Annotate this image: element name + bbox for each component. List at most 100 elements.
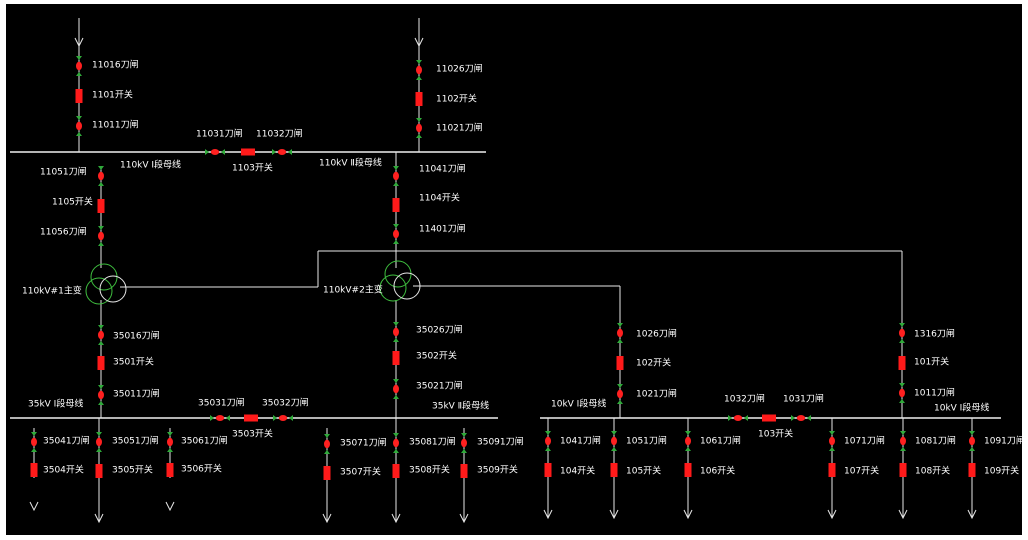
disconnector-1021[interactable] (617, 384, 623, 404)
disconnector-11031[interactable] (205, 149, 225, 155)
breaker-1101[interactable] (75, 89, 83, 103)
disconnector-contact-icon (393, 171, 399, 181)
disconnector-11011[interactable] (76, 116, 82, 136)
disconnector-contact-icon (76, 61, 82, 71)
disconnector-1032[interactable] (728, 415, 748, 421)
disconnector-11026[interactable] (416, 60, 422, 80)
breaker-3504[interactable] (30, 463, 38, 477)
disconnector-35016[interactable] (98, 325, 104, 345)
label-1021: 1021刀闸 (636, 389, 677, 400)
disconnector-contact-icon (969, 436, 975, 446)
transformer-2[interactable] (379, 260, 421, 302)
breaker-109[interactable] (968, 463, 976, 477)
disconnector-contact-icon (98, 390, 104, 400)
disconnector-11032[interactable] (272, 149, 292, 155)
disconnector-chevron-top-icon (76, 56, 82, 60)
disconnector-contact-icon (98, 231, 104, 241)
disconnector-1026[interactable] (617, 323, 623, 343)
disconnector-chevron-right-icon (226, 415, 230, 421)
breaker-3503[interactable] (244, 414, 258, 422)
disconnector-109[interactable] (969, 431, 975, 451)
outgoing-arrow-icon (683, 509, 693, 520)
disconnector-104[interactable] (545, 431, 551, 451)
disconnector-106[interactable] (685, 431, 691, 451)
disconnector-11051[interactable] (98, 166, 104, 186)
transformer-1[interactable] (85, 263, 127, 305)
disconnector-contact-icon (461, 438, 467, 448)
disconnector-107[interactable] (829, 431, 835, 451)
outgoing-arrow-icon (609, 509, 619, 520)
breaker-101[interactable] (898, 356, 906, 370)
bus-label-110-2: 110kV Ⅱ段母线 (319, 157, 382, 169)
transformer-winding-icon (85, 277, 113, 305)
disconnector-chevron-top-icon (167, 432, 173, 436)
disconnector-chevron-bottom-icon (393, 449, 399, 453)
disconnector-contact-icon (277, 149, 287, 155)
breaker-3501[interactable] (97, 356, 105, 370)
disconnector-105[interactable] (611, 431, 617, 451)
disconnector-contact-icon (96, 437, 102, 447)
breaker-103[interactable] (762, 414, 776, 422)
label-101: 101开关 (914, 356, 949, 368)
label-35091: 35091刀闸 (477, 437, 524, 448)
breaker-108[interactable] (899, 463, 907, 477)
breaker-1102[interactable] (415, 92, 423, 106)
breaker-105[interactable] (610, 463, 618, 477)
disconnector-35011[interactable] (98, 385, 104, 405)
breaker-102[interactable] (616, 356, 624, 370)
breaker-3508[interactable] (392, 464, 400, 478)
disconnector-35026[interactable] (393, 322, 399, 342)
breaker-104[interactable] (544, 463, 552, 477)
disconnector-35081[interactable] (393, 433, 399, 453)
disconnector-1011[interactable] (899, 383, 905, 403)
outgoing-arrow-icon (94, 513, 104, 524)
label-1032: 1032刀闸 (724, 394, 765, 405)
disconnector-chevron-left-icon (210, 415, 214, 421)
label-transformer-1: 110kV#1主变 (22, 285, 82, 297)
disconnector-35032[interactable] (273, 415, 293, 421)
disconnector-contact-icon (98, 171, 104, 181)
disconnector-chevron-bottom-icon (617, 400, 623, 404)
outgoing-arrow-icon (29, 501, 39, 512)
outgoing-arrow-icon (967, 509, 977, 520)
disconnector-11401[interactable] (393, 224, 399, 244)
breaker-106[interactable] (684, 463, 692, 477)
disconnector-35051[interactable] (96, 432, 102, 452)
disconnector-11021[interactable] (416, 118, 422, 138)
disconnector-35031[interactable] (210, 415, 230, 421)
disconnector-11056[interactable] (98, 226, 104, 246)
breaker-1105[interactable] (97, 199, 105, 213)
breaker-3505[interactable] (95, 464, 103, 478)
transformer-winding-icon (90, 263, 118, 291)
breaker-3507[interactable] (323, 466, 331, 480)
disconnector-35091[interactable] (461, 433, 467, 453)
disconnector-1316[interactable] (899, 323, 905, 343)
disconnector-35061[interactable] (167, 432, 173, 452)
disconnector-chevron-bottom-icon (96, 448, 102, 452)
breaker-107[interactable] (828, 463, 836, 477)
breaker-3502[interactable] (392, 351, 400, 365)
disconnector-contact-icon (416, 65, 422, 75)
breaker-3509[interactable] (460, 464, 468, 478)
disconnector-chevron-top-icon (900, 431, 906, 435)
breaker-1104[interactable] (392, 198, 400, 212)
disconnector-11041[interactable] (393, 166, 399, 186)
breaker-3506[interactable] (166, 463, 174, 477)
disconnector-chevron-top-icon (393, 166, 399, 170)
label-breaker-104: 104开关 (560, 465, 595, 477)
label-102: 102开关 (636, 357, 671, 369)
disconnector-11016[interactable] (76, 56, 82, 76)
disconnector-108[interactable] (900, 431, 906, 451)
label-breaker-107: 107开关 (844, 465, 879, 477)
breaker-1103[interactable] (241, 148, 255, 156)
disconnector-chevron-bottom-icon (76, 72, 82, 76)
disconnector-chevron-top-icon (98, 226, 104, 230)
disconnector-chevron-bottom-icon (98, 182, 104, 186)
disconnector-35071[interactable] (324, 434, 330, 454)
label-disconnector-107: 1071刀闸 (844, 436, 885, 447)
disconnector-35021[interactable] (393, 379, 399, 399)
label-1102: 1102开关 (436, 93, 477, 105)
label-3509: 3509开关 (477, 464, 518, 476)
disconnector-35041[interactable] (31, 432, 37, 452)
disconnector-1031[interactable] (791, 415, 811, 421)
